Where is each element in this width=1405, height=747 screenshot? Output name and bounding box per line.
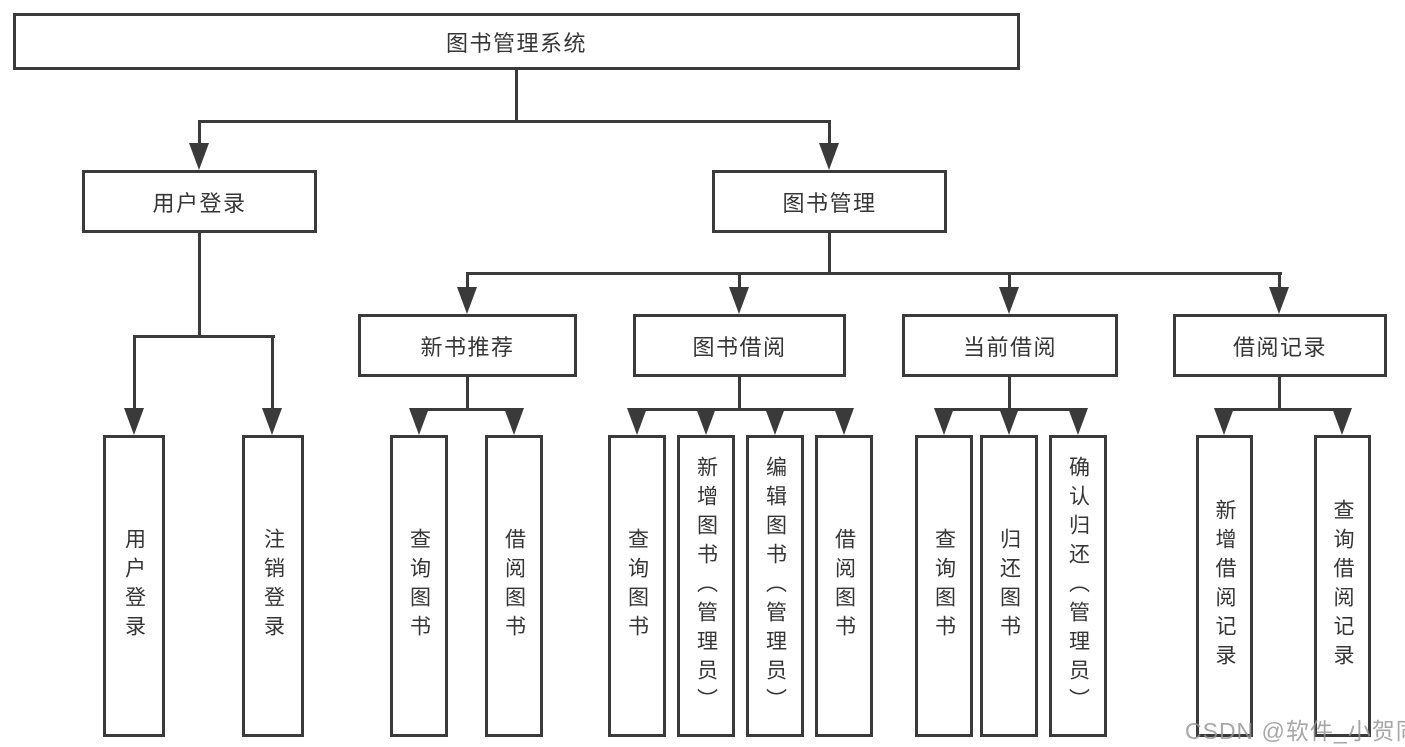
arrowhead-down-icon bbox=[189, 143, 209, 170]
leaf-borrow-books-borrowing: 借阅图书 bbox=[815, 435, 873, 737]
connector-book-mgmt-split bbox=[466, 272, 1282, 275]
node-book-borrowing: 图书借阅 bbox=[633, 314, 846, 377]
arrowhead-down-icon bbox=[729, 287, 749, 314]
arrowhead-down-icon bbox=[834, 408, 854, 435]
connector-level3-drop bbox=[1278, 272, 1281, 292]
connector-level3-drop bbox=[738, 272, 741, 292]
leaf-label: 借阅图书 bbox=[502, 528, 526, 644]
leaf-edit-books-admin: 编辑图书（管理员） bbox=[746, 435, 804, 737]
leaf-label: 编辑图书（管理员） bbox=[763, 455, 787, 717]
node-book-management-label: 图书管理 bbox=[782, 190, 877, 216]
leaf-add-borrow-record: 新增借阅记录 bbox=[1196, 435, 1253, 737]
node-new-book-recommend: 新书推荐 bbox=[358, 314, 577, 377]
connector-book-mgmt-drop bbox=[828, 120, 831, 148]
node-borrowing-records: 借阅记录 bbox=[1173, 314, 1387, 377]
node-root: 图书管理系统 bbox=[13, 13, 1020, 70]
connector-borrow-record-stem bbox=[1278, 377, 1281, 410]
leaf-return-books: 归还图书 bbox=[980, 435, 1038, 737]
arrowhead-down-icon bbox=[1068, 408, 1088, 435]
arrowhead-down-icon bbox=[1269, 287, 1289, 314]
leaf-confirm-return-admin: 确认归还（管理员） bbox=[1049, 435, 1107, 737]
arrowhead-down-icon bbox=[999, 408, 1019, 435]
arrowhead-down-icon bbox=[409, 408, 429, 435]
arrowhead-down-icon bbox=[262, 408, 282, 435]
connector-borrow-record-split bbox=[1223, 408, 1345, 411]
leaf-user-login: 用户登录 bbox=[103, 435, 165, 737]
connector-book-mgmt-stem bbox=[828, 233, 831, 274]
connector-new-book-stem bbox=[466, 377, 469, 410]
node-current-borrowing: 当前借阅 bbox=[902, 314, 1118, 377]
connector-leaf-drop bbox=[133, 335, 136, 410]
leaf-label: 用户登录 bbox=[122, 528, 146, 644]
leaf-label: 归还图书 bbox=[997, 528, 1021, 644]
arrowhead-down-icon bbox=[999, 287, 1019, 314]
connector-level3-drop bbox=[466, 272, 469, 292]
arrowhead-down-icon bbox=[504, 408, 524, 435]
arrowhead-down-icon bbox=[124, 408, 144, 435]
connector-leaf-drop bbox=[271, 335, 274, 410]
node-user-login: 用户登录 bbox=[82, 170, 317, 233]
connector-book-borrow-stem bbox=[738, 377, 741, 410]
arrowhead-down-icon bbox=[696, 408, 716, 435]
leaf-logout: 注销登录 bbox=[242, 435, 304, 737]
leaf-label: 查询图书 bbox=[407, 528, 431, 644]
connector-user-login-stem bbox=[198, 233, 201, 337]
csdn-watermark: CSDN @软件_小贺同学 bbox=[1185, 718, 1405, 744]
leaf-label: 查询图书 bbox=[932, 528, 956, 644]
leaf-borrow-books-recommend: 借阅图书 bbox=[485, 435, 543, 737]
leaf-label: 查询借阅记录 bbox=[1331, 499, 1354, 673]
connector-root-stem bbox=[515, 70, 518, 122]
leaf-add-books-admin: 新增图书（管理员） bbox=[677, 435, 735, 737]
connector-new-book-split bbox=[417, 408, 517, 411]
node-user-login-label: 用户登录 bbox=[152, 190, 247, 216]
arrowhead-down-icon bbox=[1332, 408, 1352, 435]
connector-book-borrow-split bbox=[635, 408, 846, 411]
arrowhead-down-icon bbox=[765, 408, 785, 435]
node-book-borrowing-label: 图书借阅 bbox=[692, 334, 787, 360]
arrowhead-down-icon bbox=[457, 287, 477, 314]
connector-current-borrow-stem bbox=[1008, 377, 1011, 410]
leaf-label: 查询图书 bbox=[625, 528, 649, 644]
leaf-label: 新增借阅记录 bbox=[1213, 499, 1236, 673]
leaf-label: 确认归还（管理员） bbox=[1066, 455, 1090, 717]
leaf-label: 借阅图书 bbox=[832, 528, 856, 644]
connector-level3-drop bbox=[1008, 272, 1011, 292]
arrowhead-down-icon bbox=[627, 408, 647, 435]
leaf-query-books-current: 查询图书 bbox=[915, 435, 973, 737]
node-book-management: 图书管理 bbox=[712, 170, 947, 233]
leaf-query-borrow-record: 查询借阅记录 bbox=[1314, 435, 1371, 737]
connector-user-login-split bbox=[133, 335, 275, 338]
node-borrowing-records-label: 借阅记录 bbox=[1232, 334, 1327, 360]
arrowhead-down-icon bbox=[819, 143, 839, 170]
leaf-query-books-borrowing: 查询图书 bbox=[608, 435, 666, 737]
connector-root-split bbox=[198, 120, 831, 123]
arrowhead-down-icon bbox=[934, 408, 954, 435]
leaf-label: 新增图书（管理员） bbox=[694, 455, 718, 717]
arrowhead-down-icon bbox=[1214, 408, 1234, 435]
node-current-borrowing-label: 当前借阅 bbox=[962, 334, 1057, 360]
node-root-label: 图书管理系统 bbox=[445, 30, 587, 56]
node-new-book-recommend-label: 新书推荐 bbox=[420, 334, 515, 360]
leaf-query-books-recommend: 查询图书 bbox=[390, 435, 448, 737]
connector-user-login-drop bbox=[198, 120, 201, 148]
leaf-label: 注销登录 bbox=[261, 528, 285, 644]
